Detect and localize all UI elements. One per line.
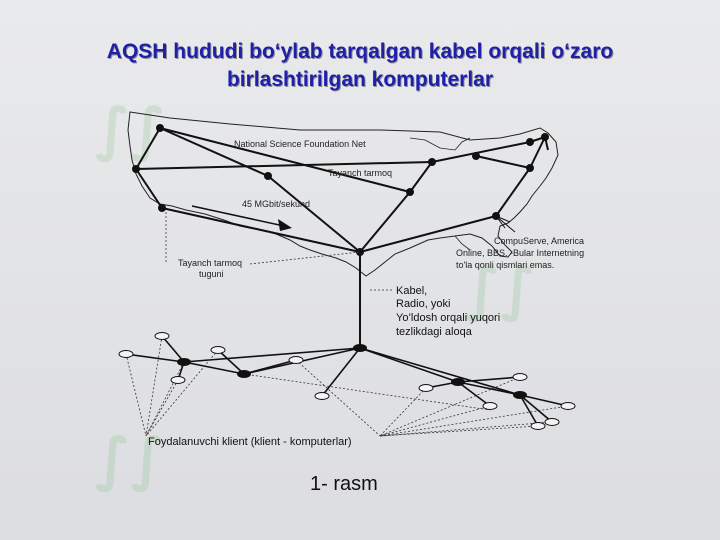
network-node-icon: [356, 248, 364, 256]
label-speed: 45 MGbit/sekund: [242, 199, 310, 209]
backbone-lines: [135, 127, 549, 348]
client-computer-icon: [118, 350, 134, 358]
speed-arrow: [191, 205, 292, 231]
label-nsf-net: National Science Foundation Net: [234, 139, 366, 149]
client-computer-icon: [314, 392, 330, 400]
slide-title: AQSH hududi bo‘ylab tarqalgan kabel orqa…: [0, 38, 720, 94]
network-node-icon: [132, 165, 140, 173]
client-computer-icon: [512, 373, 528, 381]
network-node-icon: [526, 138, 534, 146]
backbone-nodes: [132, 124, 549, 256]
network-node-icon: [513, 391, 527, 399]
client-computer-icon: [530, 422, 546, 430]
figure-caption: 1- rasm: [310, 473, 378, 495]
network-node-icon: [492, 212, 500, 220]
arrow-head: [278, 219, 292, 231]
network-node-icon: [406, 188, 414, 196]
client-computer-icon: [544, 418, 560, 426]
client-computer-icon: [210, 346, 226, 354]
client-computer-icon: [288, 356, 304, 364]
label-backbone-node-2: tuguni: [199, 269, 224, 279]
hub-nodes: [177, 344, 527, 399]
network-node-icon: [541, 133, 549, 141]
label-compuserve-2: Online, BBS. -Bular Internetning: [456, 248, 584, 258]
label-clients: Foydalanuvchi klient (klient - komputerl…: [148, 436, 352, 448]
network-node-icon: [428, 158, 436, 166]
client-computer-icon: [154, 332, 170, 340]
network-node-icon: [177, 358, 191, 366]
network-node-icon: [526, 164, 534, 172]
network-node-icon: [237, 370, 251, 378]
client-computer-icon: [170, 376, 186, 384]
label-link-4: tezlikdagi aloqa: [396, 326, 473, 338]
callout-lines: [165, 212, 392, 291]
label-link-2: Radio, yoki: [396, 298, 450, 310]
label-link-1: Kabel,: [396, 285, 427, 297]
label-backbone: Tayanch tarmoq: [328, 168, 392, 178]
network-node-icon: [158, 204, 166, 212]
network-node-icon: [451, 378, 465, 386]
network-node-icon: [156, 124, 164, 132]
slide-title-line2: birlashtirilgan komputerlar: [226, 68, 494, 91]
network-node-icon: [353, 344, 367, 352]
network-node-icon: [472, 152, 480, 160]
label-link-3: Yo’ldosh orqali yuqori: [396, 312, 500, 324]
arrow-icon: [191, 205, 285, 227]
client-computer-icon: [482, 402, 498, 410]
label-compuserve-1: CompuServe, America: [494, 236, 584, 246]
client-dotted-links: [125, 335, 569, 437]
map-florida: [454, 235, 471, 251]
slide-title-line1: AQSH hududi bo‘ylab tarqalgan kabel orqa…: [106, 40, 614, 63]
network-node-icon: [264, 172, 272, 180]
label-backbone-node-1: Tayanch tarmoq: [178, 258, 242, 268]
client-computer-icon: [418, 384, 434, 392]
client-computer-icon: [560, 402, 576, 410]
label-compuserve-3: to'la qonli qismlari emas.: [456, 260, 554, 270]
client-computers: [118, 332, 576, 430]
map-great-lakes: [409, 137, 471, 151]
